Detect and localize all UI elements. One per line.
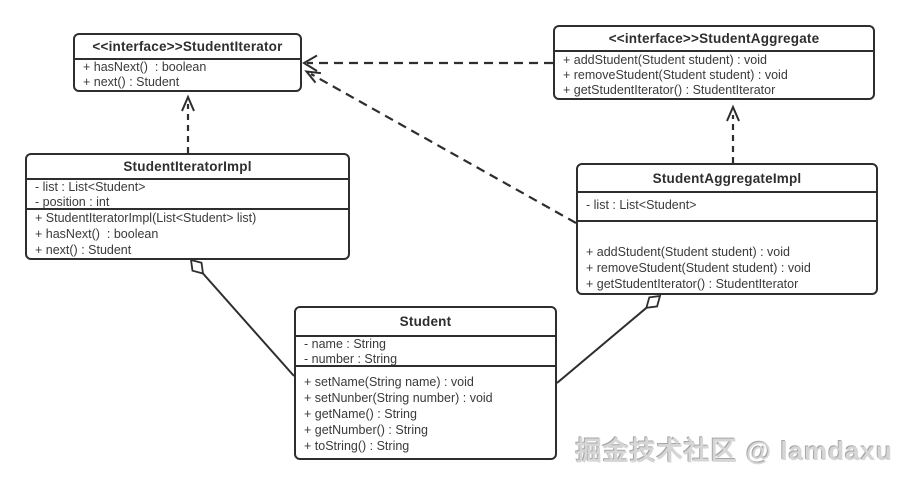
class-student: Student - name : String - number : Strin…: [294, 306, 557, 460]
method-line: + getNumber() : String: [304, 423, 429, 437]
attribute-line: - list : List<Student>: [586, 198, 697, 212]
class-student-aggregate-impl: StudentAggregateImpl - list : List<Stude…: [576, 163, 878, 295]
aggregation-link-aggregateimpl-to-student: [556, 294, 662, 384]
method-line: + removeStudent(Student student) : void: [586, 261, 811, 275]
method-line: + StudentIteratorImpl(List<Student> list…: [35, 211, 257, 225]
class-student-iterator: <<interface>>StudentIterator + hasNext()…: [73, 33, 302, 92]
realization-arrow-iteratorimpl-to-iterator: [181, 94, 195, 153]
class-student-iterator-impl: StudentIteratorImpl - list : List<Studen…: [25, 153, 350, 260]
attributes-compartment: - list : List<Student>: [578, 191, 876, 220]
methods-compartment: + StudentIteratorImpl(List<Student> list…: [27, 208, 348, 258]
method-line: + getName() : String: [304, 407, 417, 421]
dependency-arrow-aggregate-to-iterator: [302, 54, 553, 72]
attribute-line: - list : List<Student>: [35, 180, 146, 194]
methods-compartment: + addStudent(Student student) : void + r…: [555, 50, 873, 98]
methods-compartment: + addStudent(Student student) : void + r…: [578, 220, 876, 293]
methods-compartment: + hasNext() : boolean + next() : Student: [75, 58, 300, 90]
class-student-aggregate: <<interface>>StudentAggregate + addStude…: [553, 25, 875, 100]
methods-compartment: + setName(String name) : void + setNunbe…: [296, 365, 555, 458]
class-title: StudentIteratorImpl: [123, 159, 252, 174]
dependency-arrow-aggregateimpl-to-iterator: [304, 70, 577, 224]
method-line: + removeStudent(Student student) : void: [563, 68, 788, 82]
method-line: + addStudent(Student student) : void: [586, 245, 790, 259]
method-line: + setName(String name) : void: [304, 375, 474, 389]
aggregation-link-iteratorimpl-to-student: [189, 258, 295, 377]
attribute-line: - name : String: [304, 337, 386, 351]
method-line: + hasNext() : boolean: [83, 60, 207, 74]
class-title: <<interface>>StudentAggregate: [608, 31, 820, 46]
class-title: StudentAggregateImpl: [652, 170, 802, 186]
class-title: <<interface>>StudentIterator: [92, 39, 283, 54]
method-line: + getStudentIterator() : StudentIterator: [563, 83, 776, 97]
attributes-compartment: - name : String - number : String: [296, 335, 555, 366]
watermark: 掘金技术社区 @ lamdaxu: [575, 436, 893, 466]
method-line: + toString() : String: [304, 439, 410, 453]
attributes-compartment: - list : List<Student> - position : int: [27, 178, 348, 209]
method-line: + getStudentIterator() : StudentIterator: [586, 277, 799, 291]
method-line: + next() : Student: [83, 75, 180, 89]
method-line: + addStudent(Student student) : void: [563, 53, 767, 67]
method-line: + next() : Student: [35, 243, 132, 257]
class-title: Student: [399, 314, 452, 329]
attribute-line: - position : int: [35, 195, 110, 209]
method-line: + hasNext() : boolean: [35, 227, 159, 241]
realization-arrow-aggregateimpl-to-aggregate: [726, 104, 740, 163]
method-line: + setNunber(String number) : void: [304, 391, 493, 405]
attribute-line: - number : String: [304, 352, 398, 366]
